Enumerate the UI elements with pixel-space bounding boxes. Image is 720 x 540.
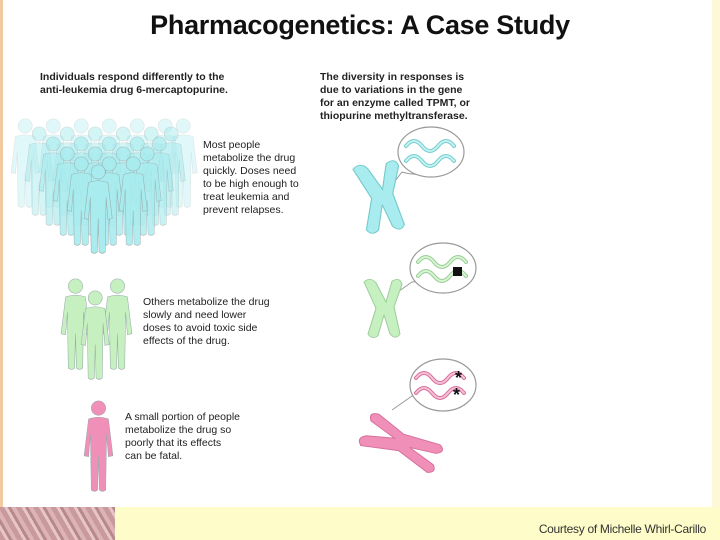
text-line: The diversity in responses is bbox=[320, 71, 465, 83]
left-intro-text: Individuals respond differently to the a… bbox=[40, 71, 228, 97]
mutation-asterisk-icon: * bbox=[453, 385, 460, 405]
text-line: to be high enough to bbox=[203, 178, 299, 190]
text-line: poorly that its effects bbox=[125, 437, 222, 449]
slide-title: Pharmacogenetics: A Case Study bbox=[150, 10, 570, 40]
text-line: Most people bbox=[203, 139, 261, 151]
text-line: due to variations in the gene bbox=[320, 84, 463, 96]
text-line: metabolize the drug so bbox=[125, 424, 232, 436]
normal-gene-chromosome bbox=[352, 126, 465, 236]
text-line: treat leukemia and bbox=[203, 191, 290, 203]
text-line: Others metabolize the drug bbox=[143, 296, 270, 308]
illustration: * * bbox=[10, 118, 477, 492]
mutation-square-icon bbox=[453, 267, 462, 276]
text-line: prevent relapses. bbox=[203, 204, 284, 216]
text-line: quickly. Doses need bbox=[203, 165, 297, 177]
text-line: can be fatal. bbox=[125, 450, 183, 462]
footer-texture-image bbox=[0, 507, 115, 540]
person-icon bbox=[83, 400, 114, 492]
person-icon bbox=[102, 278, 133, 370]
fast-metabolizer-crowd bbox=[10, 118, 198, 254]
chromosome-icon bbox=[363, 278, 403, 339]
speech-bubble bbox=[409, 358, 477, 412]
variant-gene-chromosome bbox=[363, 242, 477, 339]
text-line: metabolize the drug bbox=[203, 152, 296, 164]
left-edge-strip bbox=[0, 0, 3, 507]
text-line: slowly and need lower bbox=[143, 309, 247, 321]
poor-metabolizer-text: A small portion of people metabolize the… bbox=[125, 411, 240, 463]
text-line: effects of the drug. bbox=[143, 335, 230, 347]
text-line: thiopurine methyltransferase. bbox=[320, 110, 468, 122]
poor-metabolizer-person bbox=[83, 400, 114, 492]
text-line: anti-leukemia drug 6-mercaptopurine. bbox=[40, 84, 228, 96]
right-intro-text: The diversity in responses is due to var… bbox=[320, 71, 470, 123]
chromosome-icon bbox=[356, 410, 446, 479]
credit-text: Courtesy of Michelle Whirl-Carillo bbox=[538, 522, 706, 536]
mutation-asterisk-icon: * bbox=[455, 368, 462, 388]
text-line: doses to avoid toxic side bbox=[143, 322, 258, 334]
text-line: Individuals respond differently to the bbox=[40, 71, 225, 83]
slow-metabolizer-text: Others metabolize the drug slowly and ne… bbox=[143, 296, 270, 348]
text-line: for an enzyme called TPMT, or bbox=[320, 97, 470, 109]
text-line: A small portion of people bbox=[125, 411, 240, 423]
footer-bar bbox=[0, 507, 720, 540]
chromosome-icon bbox=[352, 159, 408, 236]
slow-metabolizer-group bbox=[60, 278, 133, 380]
right-edge-strip bbox=[712, 0, 720, 507]
deficient-gene-chromosome: * * bbox=[356, 358, 477, 479]
fast-metabolizer-text: Most people metabolize the drug quickly.… bbox=[203, 139, 299, 217]
